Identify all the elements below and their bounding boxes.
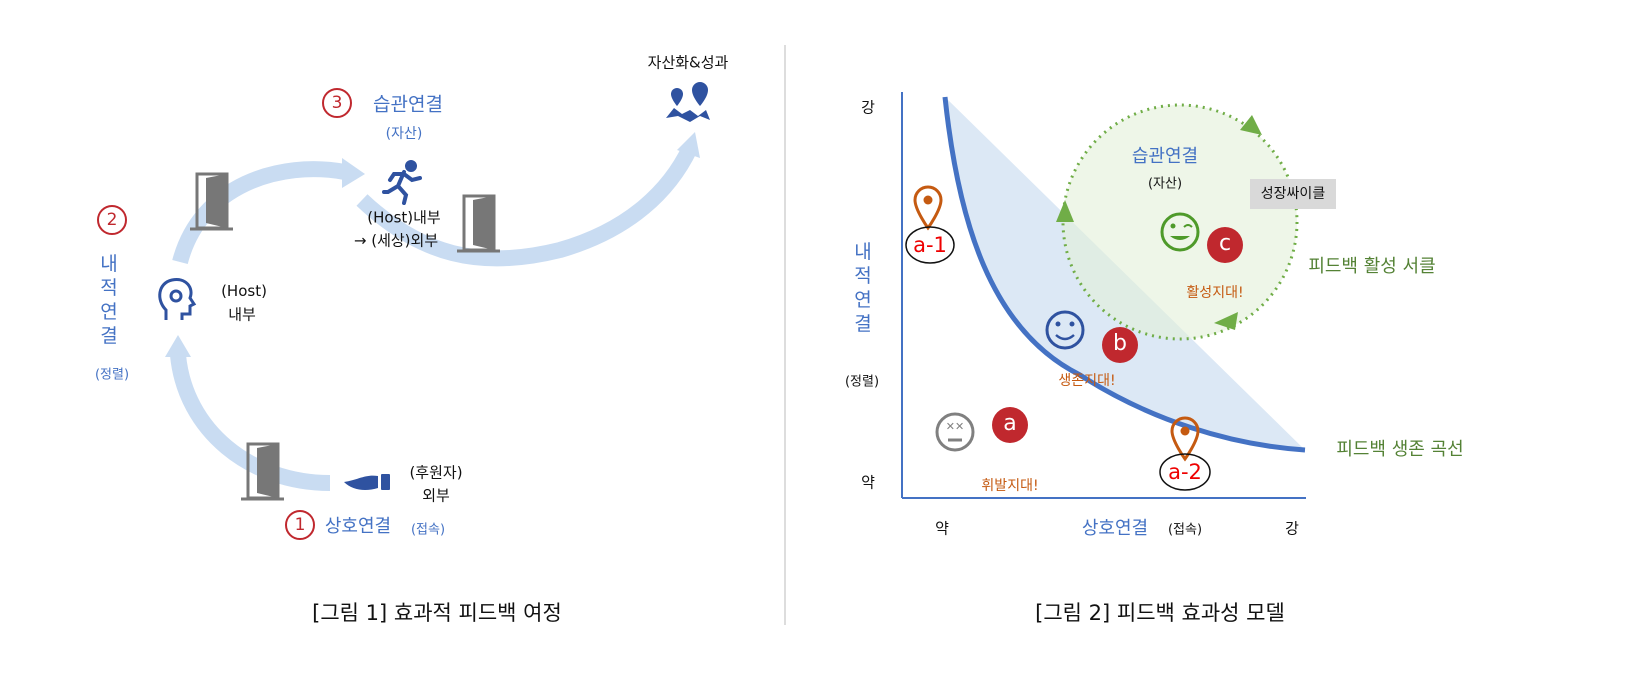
step3-sub: (자산) [385,126,423,142]
sponsor-label: (후원자) [409,463,463,482]
door-icon [457,194,500,253]
active-circle [1061,103,1299,341]
location-pin-icon [913,185,943,231]
arrow-step2-to-3 [172,161,347,265]
arrowhead-upright [677,132,700,158]
inner-label: 내부 [228,305,256,324]
figure2-caption: [그림 2] 피드백 효과성 모델 [1035,601,1285,625]
door-icon [190,172,233,231]
step-number-1: 1 [285,510,315,540]
zone-badge-b: b [1102,327,1138,363]
outcome-label: 자산화&성과 [647,53,729,72]
door-icon [241,442,284,501]
survival-curve-label: 피드백 생존 곡선 [1336,439,1464,460]
pin-label-ellipse [1159,453,1211,491]
pin-label-ellipse [905,226,955,264]
figure1-caption: [그림 1] 효과적 피드백 여정 [312,601,562,625]
dizzy-face-icon: ✕✕ [935,412,975,452]
habit-sub: (자산) [1147,176,1183,192]
winking-smiley-icon [1160,212,1200,252]
journey-arrows [170,144,698,491]
giving-hand-icon [344,474,390,490]
running-person-icon [382,160,422,205]
pin-label-a1: a-1 [913,233,947,257]
zone-badge-a: a [992,407,1028,443]
cycle-arrowhead [1214,312,1238,330]
cycle-arrowhead [1240,115,1262,135]
survival-zone-label: 생존지대! [1058,373,1116,389]
smiley-icon [1045,310,1085,350]
pin-label-a2: a-2 [1168,460,1202,484]
step1-sub: (접속) [410,522,446,538]
y-axis-high: 강 [861,98,875,117]
y-axis-sub: (정렬) [844,374,880,390]
arrow-step3-to-outcome [356,144,698,267]
arrow-step1-to-2 [170,354,331,491]
step-number-2: 2 [97,205,127,235]
outer-label: 외부 [422,486,450,505]
volatile-zone-label: 휘발지대! [981,478,1039,494]
x-axis-low: 약 [935,519,949,538]
step2-label: 내적연결 [100,253,118,347]
step2-sub: (정렬) [94,367,130,383]
step1-label: 상호연결 [324,516,392,537]
step-number-3: 3 [322,88,352,118]
y-axis-low: 약 [861,473,875,492]
active-zone-label: 활성지대! [1186,285,1244,301]
growth-cycle-box: 성장싸이클 [1250,179,1336,209]
cycle-arrowhead [1056,200,1074,222]
active-circle-label: 피드백 활성 서클 [1308,256,1436,277]
host-label: (Host) [221,282,267,300]
head-lightbulb-icon [158,278,197,320]
location-pin-icon [1170,416,1200,462]
x-axis-high: 강 [1285,519,1299,538]
habit-label: 습관연결 [1131,146,1199,167]
x-axis-label: 상호연결 [1081,518,1149,539]
survival-curve [942,96,1306,453]
arrowhead-right [342,158,365,188]
host-to-world-line2: → (세상)외부 [353,231,439,250]
host-to-world-line1: (Host)내부 [367,208,441,227]
map-pin-icon [666,82,710,122]
zone-badge-c: c [1207,227,1243,263]
y-axis-label: 내적연결 [854,241,872,335]
step3-label: 습관연결 [373,93,443,116]
svg-text:✕✕: ✕✕ [946,420,964,433]
arrowhead-up [165,335,191,357]
x-axis-sub: (접속) [1167,522,1203,538]
